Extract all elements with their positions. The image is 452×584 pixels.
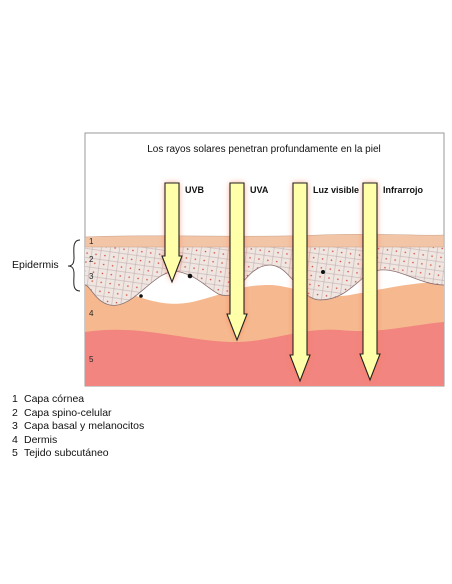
ray-arrow-4: Infrarrojo — [359, 182, 424, 382]
ray-label-2: UVA — [250, 185, 269, 195]
melanocyte — [321, 270, 325, 274]
layer-number-3: 3 — [89, 272, 94, 281]
ray-arrow-body — [289, 182, 311, 383]
layer-number-1: 1 — [89, 237, 94, 246]
ray-arrow-2: UVA — [226, 182, 269, 342]
dermis-layer — [85, 282, 444, 343]
diagram-title: Los rayos solares penetran profundamente… — [147, 144, 380, 155]
layer-number-2: 2 — [89, 255, 94, 264]
ray-label-1: UVB — [185, 185, 205, 195]
ray-label-3: Luz visible — [313, 185, 359, 195]
melanocyte — [139, 294, 143, 298]
melanocyte — [187, 273, 193, 279]
ray-arrow-body — [226, 182, 248, 342]
ray-arrow-1: UVB — [161, 182, 205, 284]
epidermis-label: Epidermis — [12, 259, 59, 271]
ray-label-4: Infrarrojo — [383, 185, 424, 195]
ray-arrow-body — [161, 182, 183, 284]
layer-number-5: 5 — [89, 355, 94, 364]
subcutaneous-layer — [85, 320, 444, 386]
ray-arrow-3: Luz visible — [289, 182, 359, 383]
stratum-corneum-layer — [85, 234, 444, 248]
layer-number-4: 4 — [89, 309, 94, 318]
epidermis-brace — [67, 239, 81, 292]
ray-arrow-body — [359, 182, 381, 382]
